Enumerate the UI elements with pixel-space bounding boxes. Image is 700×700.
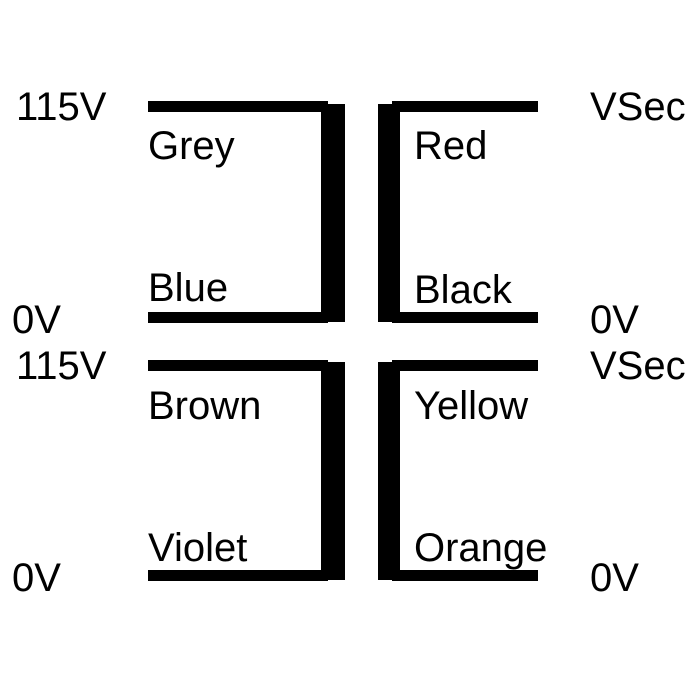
terminal-label-primary-top-115v: 115V [16,85,107,129]
lead-line-yellow [392,360,538,371]
lead-line-violet [148,570,328,581]
lead-line-red [392,101,538,112]
core-bar-secondary-top [378,104,400,322]
core-bar-primary-bottom [321,362,345,580]
terminal-label-secondary-bottom-0v: 0V [590,556,639,600]
terminal-label-secondary-top-vsec: VSec [590,85,686,129]
lead-line-brown [148,360,328,371]
wire-label-brown: Brown [148,384,261,428]
terminal-label-primary-bottom-0v: 0V [12,556,61,600]
lead-line-orange [392,570,538,581]
lead-line-blue [148,312,328,323]
wire-label-black: Black [414,268,513,312]
wire-label-grey: Grey [148,124,235,168]
wire-label-orange: Orange [414,526,547,570]
wire-label-violet: Violet [148,526,247,570]
terminal-label-secondary-top-0v: 0V [590,298,639,342]
terminal-label-primary-bottom-115v: 115V [16,344,107,388]
lead-line-black [392,312,538,323]
lead-line-grey [148,101,328,112]
core-bar-primary-top [321,104,345,322]
core-bar-secondary-bottom [378,362,400,580]
wire-label-yellow: Yellow [414,384,528,428]
terminal-label-primary-top-0v: 0V [12,298,61,342]
terminal-label-secondary-bottom-vsec: VSec [590,344,686,388]
wire-label-blue: Blue [148,266,228,310]
wire-label-red: Red [414,124,487,168]
